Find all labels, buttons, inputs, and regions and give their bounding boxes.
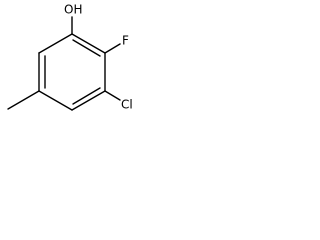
double-bond-inner-c1-c2 bbox=[72, 39, 101, 57]
hydroxyl-label: OH bbox=[64, 3, 82, 17]
fluorine-label: F bbox=[122, 34, 129, 48]
double-bond-inner-c3-c4 bbox=[72, 87, 101, 105]
bond-to-methyl bbox=[7, 90, 40, 110]
ring-bond-c3-c4 bbox=[71, 90, 106, 111]
ring-bond-c4-c5 bbox=[38, 90, 73, 111]
bond-to-fluorine bbox=[104, 43, 121, 54]
ring-bond-c6-c1 bbox=[38, 33, 73, 54]
ring-bond-c1-c2 bbox=[71, 33, 106, 54]
chemical-structure: OH F Cl bbox=[7, 3, 133, 112]
chlorine-label: Cl bbox=[121, 98, 133, 112]
bond-to-chlorine bbox=[104, 90, 121, 101]
